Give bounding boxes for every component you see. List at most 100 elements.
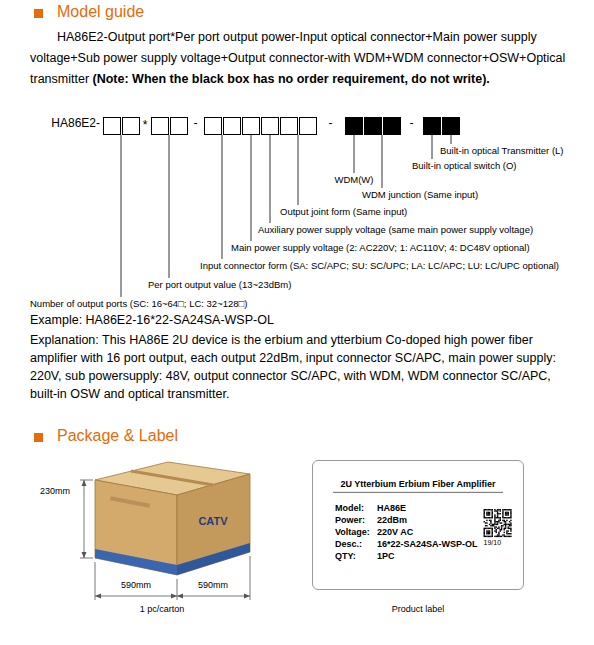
leader-lines bbox=[121, 135, 451, 297]
qr-module bbox=[488, 536, 489, 537]
qr-module bbox=[492, 525, 493, 526]
leader-line bbox=[354, 135, 355, 173]
qr-module bbox=[484, 528, 485, 529]
qr-module bbox=[502, 525, 503, 526]
qr-module bbox=[485, 525, 486, 526]
qr-module bbox=[492, 513, 493, 514]
qr-module bbox=[496, 530, 497, 531]
carton-front bbox=[95, 480, 177, 575]
qr-module bbox=[485, 517, 486, 518]
field-value: HA86E bbox=[377, 503, 406, 513]
dimension-label: 590mm bbox=[198, 580, 228, 590]
qr-module bbox=[494, 528, 495, 529]
qr-module bbox=[498, 521, 499, 522]
qr-module bbox=[500, 509, 501, 510]
code-separator: - bbox=[194, 117, 198, 131]
qr-module bbox=[486, 514, 487, 515]
label-title: 2U Ytterbium Erbium Fiber Amplifier bbox=[340, 479, 495, 489]
leader-line bbox=[270, 135, 271, 223]
leader-line bbox=[121, 135, 122, 297]
qr-module bbox=[510, 520, 511, 521]
qr-module bbox=[492, 510, 493, 511]
qr-module bbox=[504, 509, 505, 510]
qr-module bbox=[494, 522, 495, 523]
qr-module bbox=[489, 517, 490, 518]
qr-module bbox=[508, 524, 509, 525]
carton-tape bbox=[131, 471, 213, 485]
qr-module bbox=[510, 533, 511, 534]
qr-module bbox=[484, 510, 485, 511]
qr-module bbox=[501, 536, 502, 537]
qr-module bbox=[510, 509, 511, 510]
label-caption: Product label bbox=[392, 604, 445, 614]
qr-module bbox=[494, 536, 495, 537]
extension-line bbox=[95, 562, 96, 600]
qr-module bbox=[500, 518, 501, 519]
qr-module bbox=[502, 509, 503, 510]
qr-module bbox=[502, 512, 503, 513]
qr-module bbox=[494, 530, 495, 531]
code-box bbox=[262, 118, 279, 135]
qr-module bbox=[484, 521, 485, 522]
field-name: QTY: bbox=[335, 551, 356, 561]
qr-module bbox=[486, 513, 487, 514]
qr-module bbox=[504, 529, 505, 530]
qr-module bbox=[494, 518, 495, 519]
carton-caption: 1 pc/carton bbox=[140, 604, 185, 614]
qr-module bbox=[489, 530, 490, 531]
qr-module bbox=[489, 532, 490, 533]
qr-module bbox=[485, 522, 486, 523]
qr-module bbox=[502, 516, 503, 517]
explanation-text: Explanation: This HA86E 2U device is the… bbox=[30, 331, 570, 403]
qr-module bbox=[490, 509, 491, 510]
qr-module bbox=[498, 526, 499, 527]
field-callout: WDM junction (Same input) bbox=[362, 190, 478, 201]
qr-module bbox=[484, 536, 485, 537]
qr-module bbox=[496, 510, 497, 511]
qr-module bbox=[496, 526, 497, 527]
qr-module bbox=[484, 514, 485, 515]
qr-module bbox=[501, 526, 502, 527]
qr-module bbox=[506, 530, 507, 531]
code-box bbox=[171, 118, 188, 135]
qr-module bbox=[498, 532, 499, 533]
title-rule bbox=[333, 492, 503, 493]
qr-module bbox=[497, 512, 498, 513]
code-separator: * bbox=[143, 119, 148, 133]
qr-module bbox=[506, 512, 507, 513]
qr-module bbox=[509, 525, 510, 526]
qr-module bbox=[494, 526, 495, 527]
qr-module bbox=[485, 528, 486, 529]
qr-module bbox=[505, 513, 506, 514]
qr-module bbox=[510, 510, 511, 511]
optional-box bbox=[365, 118, 382, 135]
leader-line bbox=[382, 135, 383, 188]
section-heading: Package & Label bbox=[57, 427, 178, 445]
qr-module bbox=[497, 517, 498, 518]
qr-module bbox=[504, 536, 505, 537]
qr-module bbox=[492, 528, 493, 529]
field-name: Desc.: bbox=[335, 539, 362, 549]
code-boxes bbox=[104, 118, 460, 135]
qr-module bbox=[490, 522, 491, 523]
qr-module bbox=[506, 532, 507, 533]
dimension-label: 230mm bbox=[40, 486, 70, 496]
qr-module bbox=[490, 517, 491, 518]
qr-module bbox=[510, 528, 511, 529]
intro-paragraph: HA86E2-Output port*Per port output power… bbox=[30, 27, 570, 90]
field-callout: Main power supply voltage (2: AC220V; 1:… bbox=[231, 243, 530, 254]
qr-module bbox=[492, 516, 493, 517]
qr-module bbox=[490, 525, 491, 526]
qr-module bbox=[492, 509, 493, 510]
qr-module bbox=[506, 533, 507, 534]
qr-module bbox=[508, 517, 509, 518]
field-callout: Built-in optical Transmitter (L) bbox=[440, 146, 564, 157]
qr-module bbox=[508, 528, 509, 529]
qr-module bbox=[497, 536, 498, 537]
qr-module bbox=[498, 517, 499, 518]
qr-module bbox=[505, 514, 506, 515]
arrowhead bbox=[82, 552, 87, 558]
qr-module bbox=[497, 528, 498, 529]
qr-module bbox=[490, 528, 491, 529]
qr-module bbox=[489, 514, 490, 515]
